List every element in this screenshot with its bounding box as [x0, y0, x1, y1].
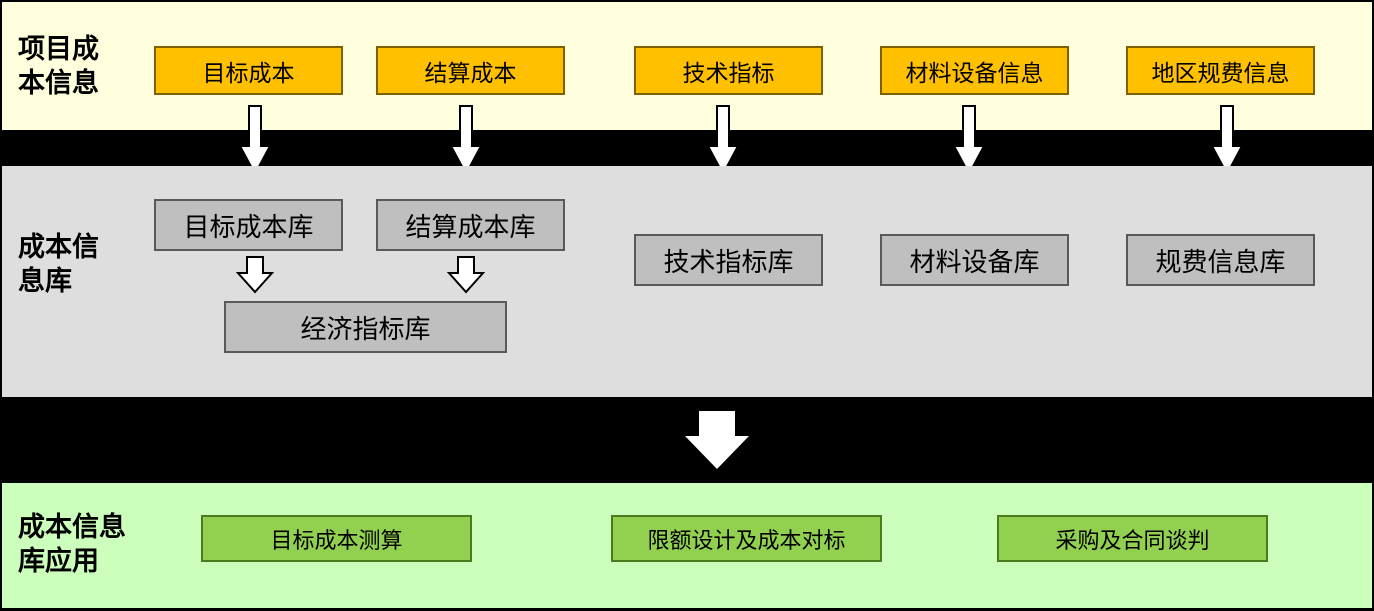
limit-design-benchmark-box: 限额设计及成本对标 — [611, 515, 882, 562]
technical-index-box: 技术指标 — [634, 46, 823, 95]
down-arrow-icon — [706, 105, 740, 176]
target-cost-library-box: 目标成本库 — [154, 199, 343, 251]
down-arrow-icon — [238, 105, 272, 176]
big-down-arrow-icon — [685, 411, 749, 469]
settlement-cost-box: 结算成本 — [376, 46, 565, 95]
down-arrow-outline-icon — [446, 256, 486, 294]
technical-index-library-box: 技术指标库 — [634, 234, 823, 286]
economic-index-library-box: 经济指标库 — [224, 301, 507, 353]
material-equipment-library-box: 材料设备库 — [880, 234, 1069, 286]
material-equipment-info-box: 材料设备信息 — [880, 46, 1069, 95]
application-label: 成本信息 库应用 — [18, 512, 126, 577]
down-arrow-icon — [1210, 105, 1244, 176]
target-cost-estimation-box: 目标成本测算 — [201, 515, 472, 562]
target-cost-box: 目标成本 — [154, 46, 343, 95]
down-arrow-icon — [952, 105, 986, 176]
down-arrow-outline-icon — [235, 256, 275, 294]
regional-fee-info-box: 地区规费信息 — [1126, 46, 1315, 95]
fee-info-library-box: 规费信息库 — [1126, 234, 1315, 286]
settlement-cost-library-box: 结算成本库 — [376, 199, 565, 251]
down-arrow-icon — [449, 105, 483, 176]
cost-library-label: 成本信 息库 — [18, 232, 99, 297]
procurement-contract-negotiation-box: 采购及合同谈判 — [997, 515, 1268, 562]
project-info-label: 项目成 本信息 — [18, 34, 99, 99]
